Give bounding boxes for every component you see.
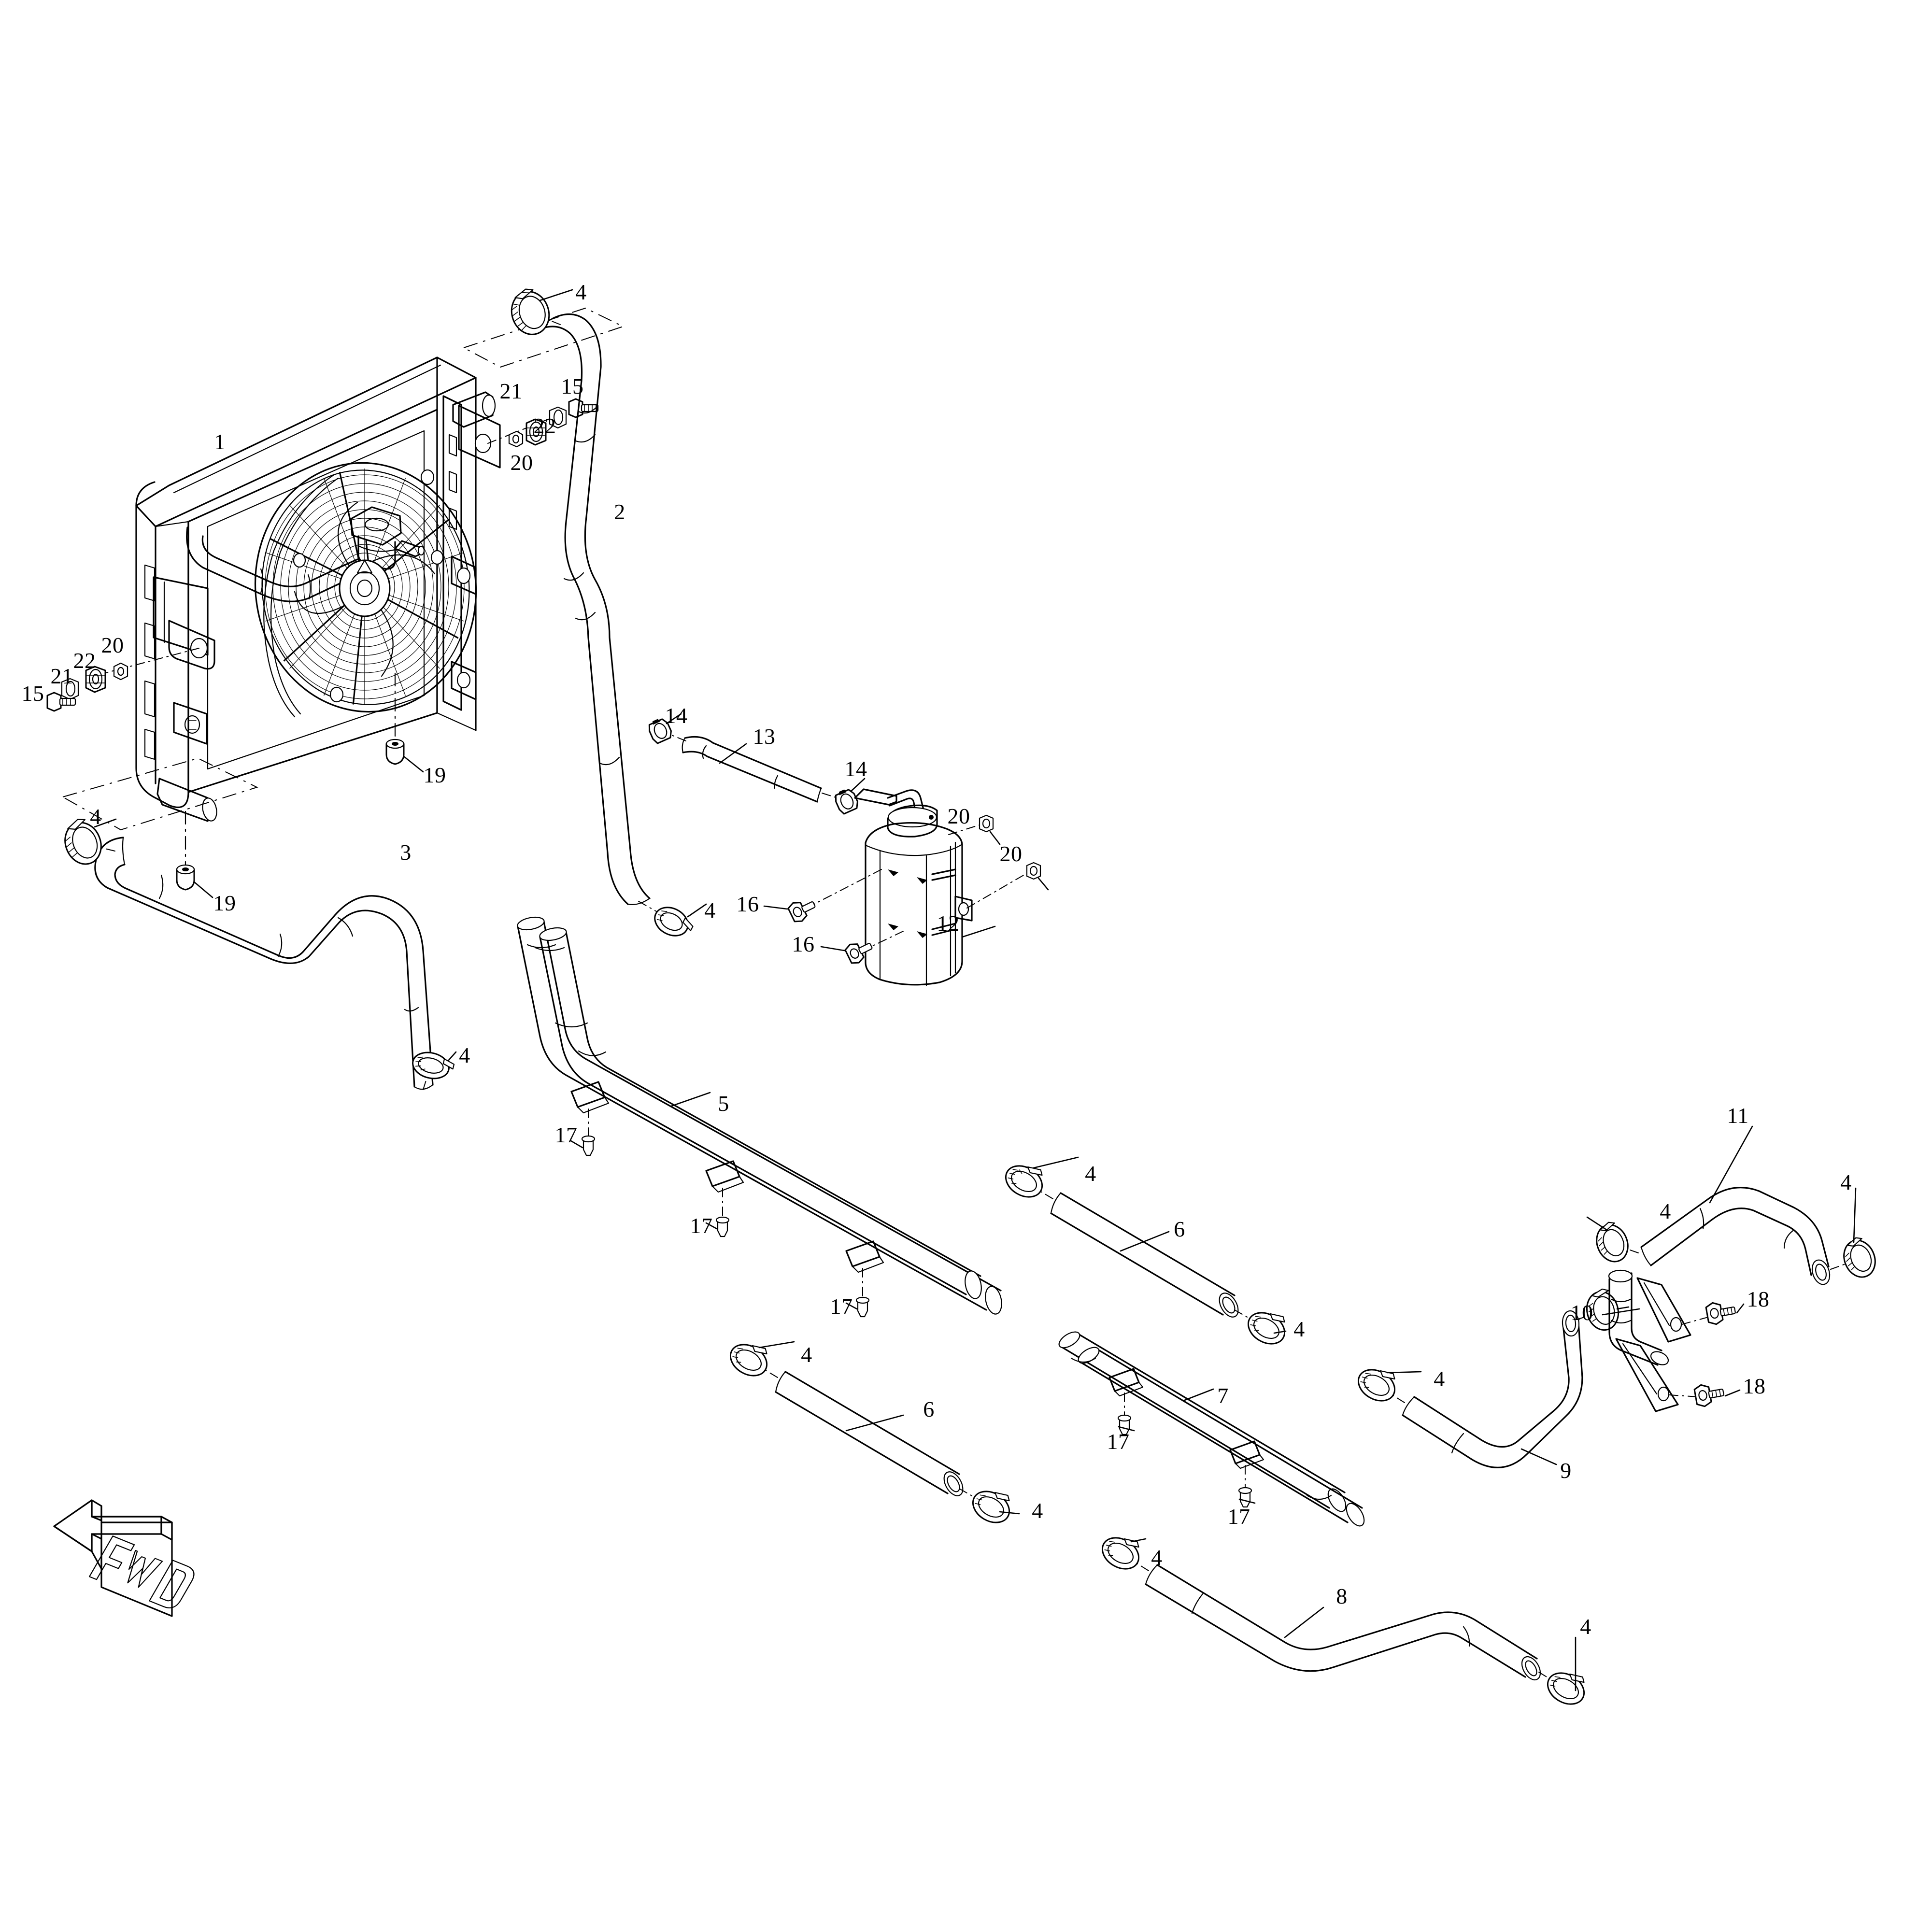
upper-bent-hose	[1640, 1125, 1831, 1285]
callout-4e: 4	[1085, 1161, 1096, 1186]
callout-4i: 4	[1434, 1366, 1445, 1391]
callout-6a: 6	[1174, 1217, 1185, 1241]
callout-13: 13	[753, 724, 776, 749]
callout-22a: 22	[533, 413, 556, 438]
hose-clamp-6u-right	[1234, 1309, 1287, 1345]
callout-15a: 15	[561, 374, 584, 398]
callout-4m: 4	[1580, 1614, 1591, 1639]
bent-hose-lower	[1145, 1564, 1541, 1680]
callout-21a: 21	[499, 379, 523, 403]
callout-15b: 15	[21, 681, 44, 706]
callout-20b: 20	[101, 633, 124, 657]
callout-19a: 19	[423, 763, 446, 787]
spring-clamp-left	[648, 713, 686, 744]
callout-10: 10	[1570, 1300, 1593, 1325]
callout-17d: 17	[1107, 1429, 1130, 1454]
callout-5: 5	[718, 1091, 729, 1116]
callout-17a: 17	[554, 1122, 578, 1147]
tube-bracket-assembly	[1602, 1269, 1691, 1412]
callout-19b: 19	[213, 891, 236, 915]
push-rivet-group-5	[570, 1108, 870, 1318]
callout-18a: 18	[1747, 1287, 1770, 1311]
straight-hose-upper	[1050, 1192, 1239, 1318]
callout-20a: 20	[510, 450, 533, 475]
callout-18b: 18	[1743, 1374, 1766, 1398]
hose-clamp-9-left	[1357, 1369, 1422, 1403]
callout-2: 2	[614, 499, 625, 524]
tube-clip	[1108, 1368, 1144, 1397]
callout-4f: 4	[1293, 1317, 1305, 1341]
callout-20d: 20	[999, 841, 1023, 866]
tank-screw-upper	[763, 869, 882, 923]
callout-17e: 17	[1227, 1504, 1250, 1529]
callout-3: 3	[400, 840, 412, 865]
grommet-group	[176, 672, 424, 898]
tube-clip	[705, 1160, 744, 1193]
flange-nut-lower	[1669, 1384, 1741, 1407]
callout-8: 8	[1336, 1584, 1348, 1608]
hose-clamp-3-bottom	[412, 1051, 457, 1090]
bent-hose-inlet	[1402, 1310, 1583, 1468]
callout-4a: 4	[575, 280, 587, 304]
hose-clamp-3-left	[64, 818, 117, 865]
callout-4h: 4	[1032, 1498, 1043, 1523]
callout-4b: 4	[90, 804, 101, 829]
callout-4j: 4	[1660, 1199, 1671, 1223]
callout-21b: 21	[50, 664, 73, 688]
hose-clamp-11-left	[1586, 1216, 1639, 1263]
spring-clamp-right	[822, 778, 897, 815]
push-rivet-group-7	[1117, 1392, 1256, 1508]
callout-20c: 20	[947, 804, 970, 828]
callout-6b: 6	[923, 1397, 935, 1421]
coolant-expansion-tank	[865, 789, 973, 986]
tank-washer-top	[948, 814, 1001, 845]
upper-radiator-hose	[530, 313, 651, 905]
fastener-stack-left	[46, 648, 199, 712]
callout-22b: 22	[73, 648, 96, 673]
callout-16b: 16	[792, 932, 815, 956]
callout-4k: 4	[1840, 1170, 1852, 1194]
callout-4l: 4	[1151, 1545, 1163, 1570]
tank-screw-lower	[820, 931, 904, 964]
hose-clamp-6u-left	[1005, 1156, 1079, 1199]
radiator-assembly-graphic	[61, 307, 625, 831]
callout-7: 7	[1217, 1383, 1229, 1408]
callout-4g: 4	[801, 1342, 812, 1367]
hose-clamp-11-right	[1830, 1187, 1876, 1278]
lower-radiator-hose	[94, 837, 434, 1090]
callout-4c: 4	[459, 1043, 470, 1067]
callout-9: 9	[1560, 1458, 1572, 1483]
callout-1: 1	[214, 429, 226, 454]
callout-14b: 14	[844, 756, 867, 781]
straight-hose-lower	[775, 1371, 964, 1496]
hose-clamp-2-bottom	[638, 901, 707, 937]
hose-clamp-2-top	[511, 288, 573, 335]
tube-clip	[1229, 1440, 1264, 1469]
dual-tube-assembly-short	[1058, 1331, 1365, 1527]
callout-12: 12	[937, 911, 960, 936]
callout-4d: 4	[704, 898, 716, 923]
hose-clamp-6l-right	[959, 1488, 1020, 1523]
callout-17c: 17	[830, 1294, 853, 1319]
hose-clamp-6l-left	[729, 1341, 795, 1378]
tank-washer-mid	[966, 862, 1049, 909]
callout-16a: 16	[736, 892, 759, 916]
callout-17b: 17	[690, 1213, 713, 1238]
flange-nut-upper	[1681, 1302, 1745, 1325]
callout-14a: 14	[665, 703, 688, 728]
fwd-arrow-graphic	[53, 1499, 195, 1617]
overflow-hose	[682, 736, 822, 803]
hose-clamp-8-right	[1538, 1636, 1585, 1705]
tube-clip	[570, 1081, 610, 1114]
callout-11: 11	[1727, 1103, 1749, 1128]
tube-clip	[845, 1240, 884, 1273]
dual-tube-assembly-long	[517, 916, 1002, 1315]
hose-clamp-8-left	[1101, 1537, 1149, 1571]
